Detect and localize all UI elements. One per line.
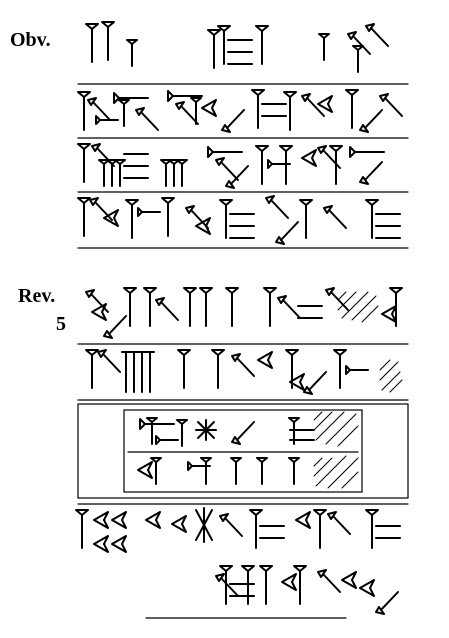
obverse-line-2 [77,143,385,189]
reverse-line-2 [85,349,369,395]
reverse-face [75,287,409,619]
damaged-area-2 [379,359,403,393]
reverse-label: Rev. [18,285,56,307]
line-number-5: 5 [56,313,66,335]
seal-impression [77,403,409,499]
reverse-line-3 [75,507,401,553]
reverse-edge-signs [215,565,399,615]
obverse-line-1 [77,89,403,133]
obverse-edge-signs [85,21,389,73]
damaged-area-1 [337,291,379,323]
reverse-line-1 [85,287,403,339]
obverse-label: Obv. [10,29,51,51]
obverse-line-3 [77,195,401,245]
obverse-face [77,21,409,249]
